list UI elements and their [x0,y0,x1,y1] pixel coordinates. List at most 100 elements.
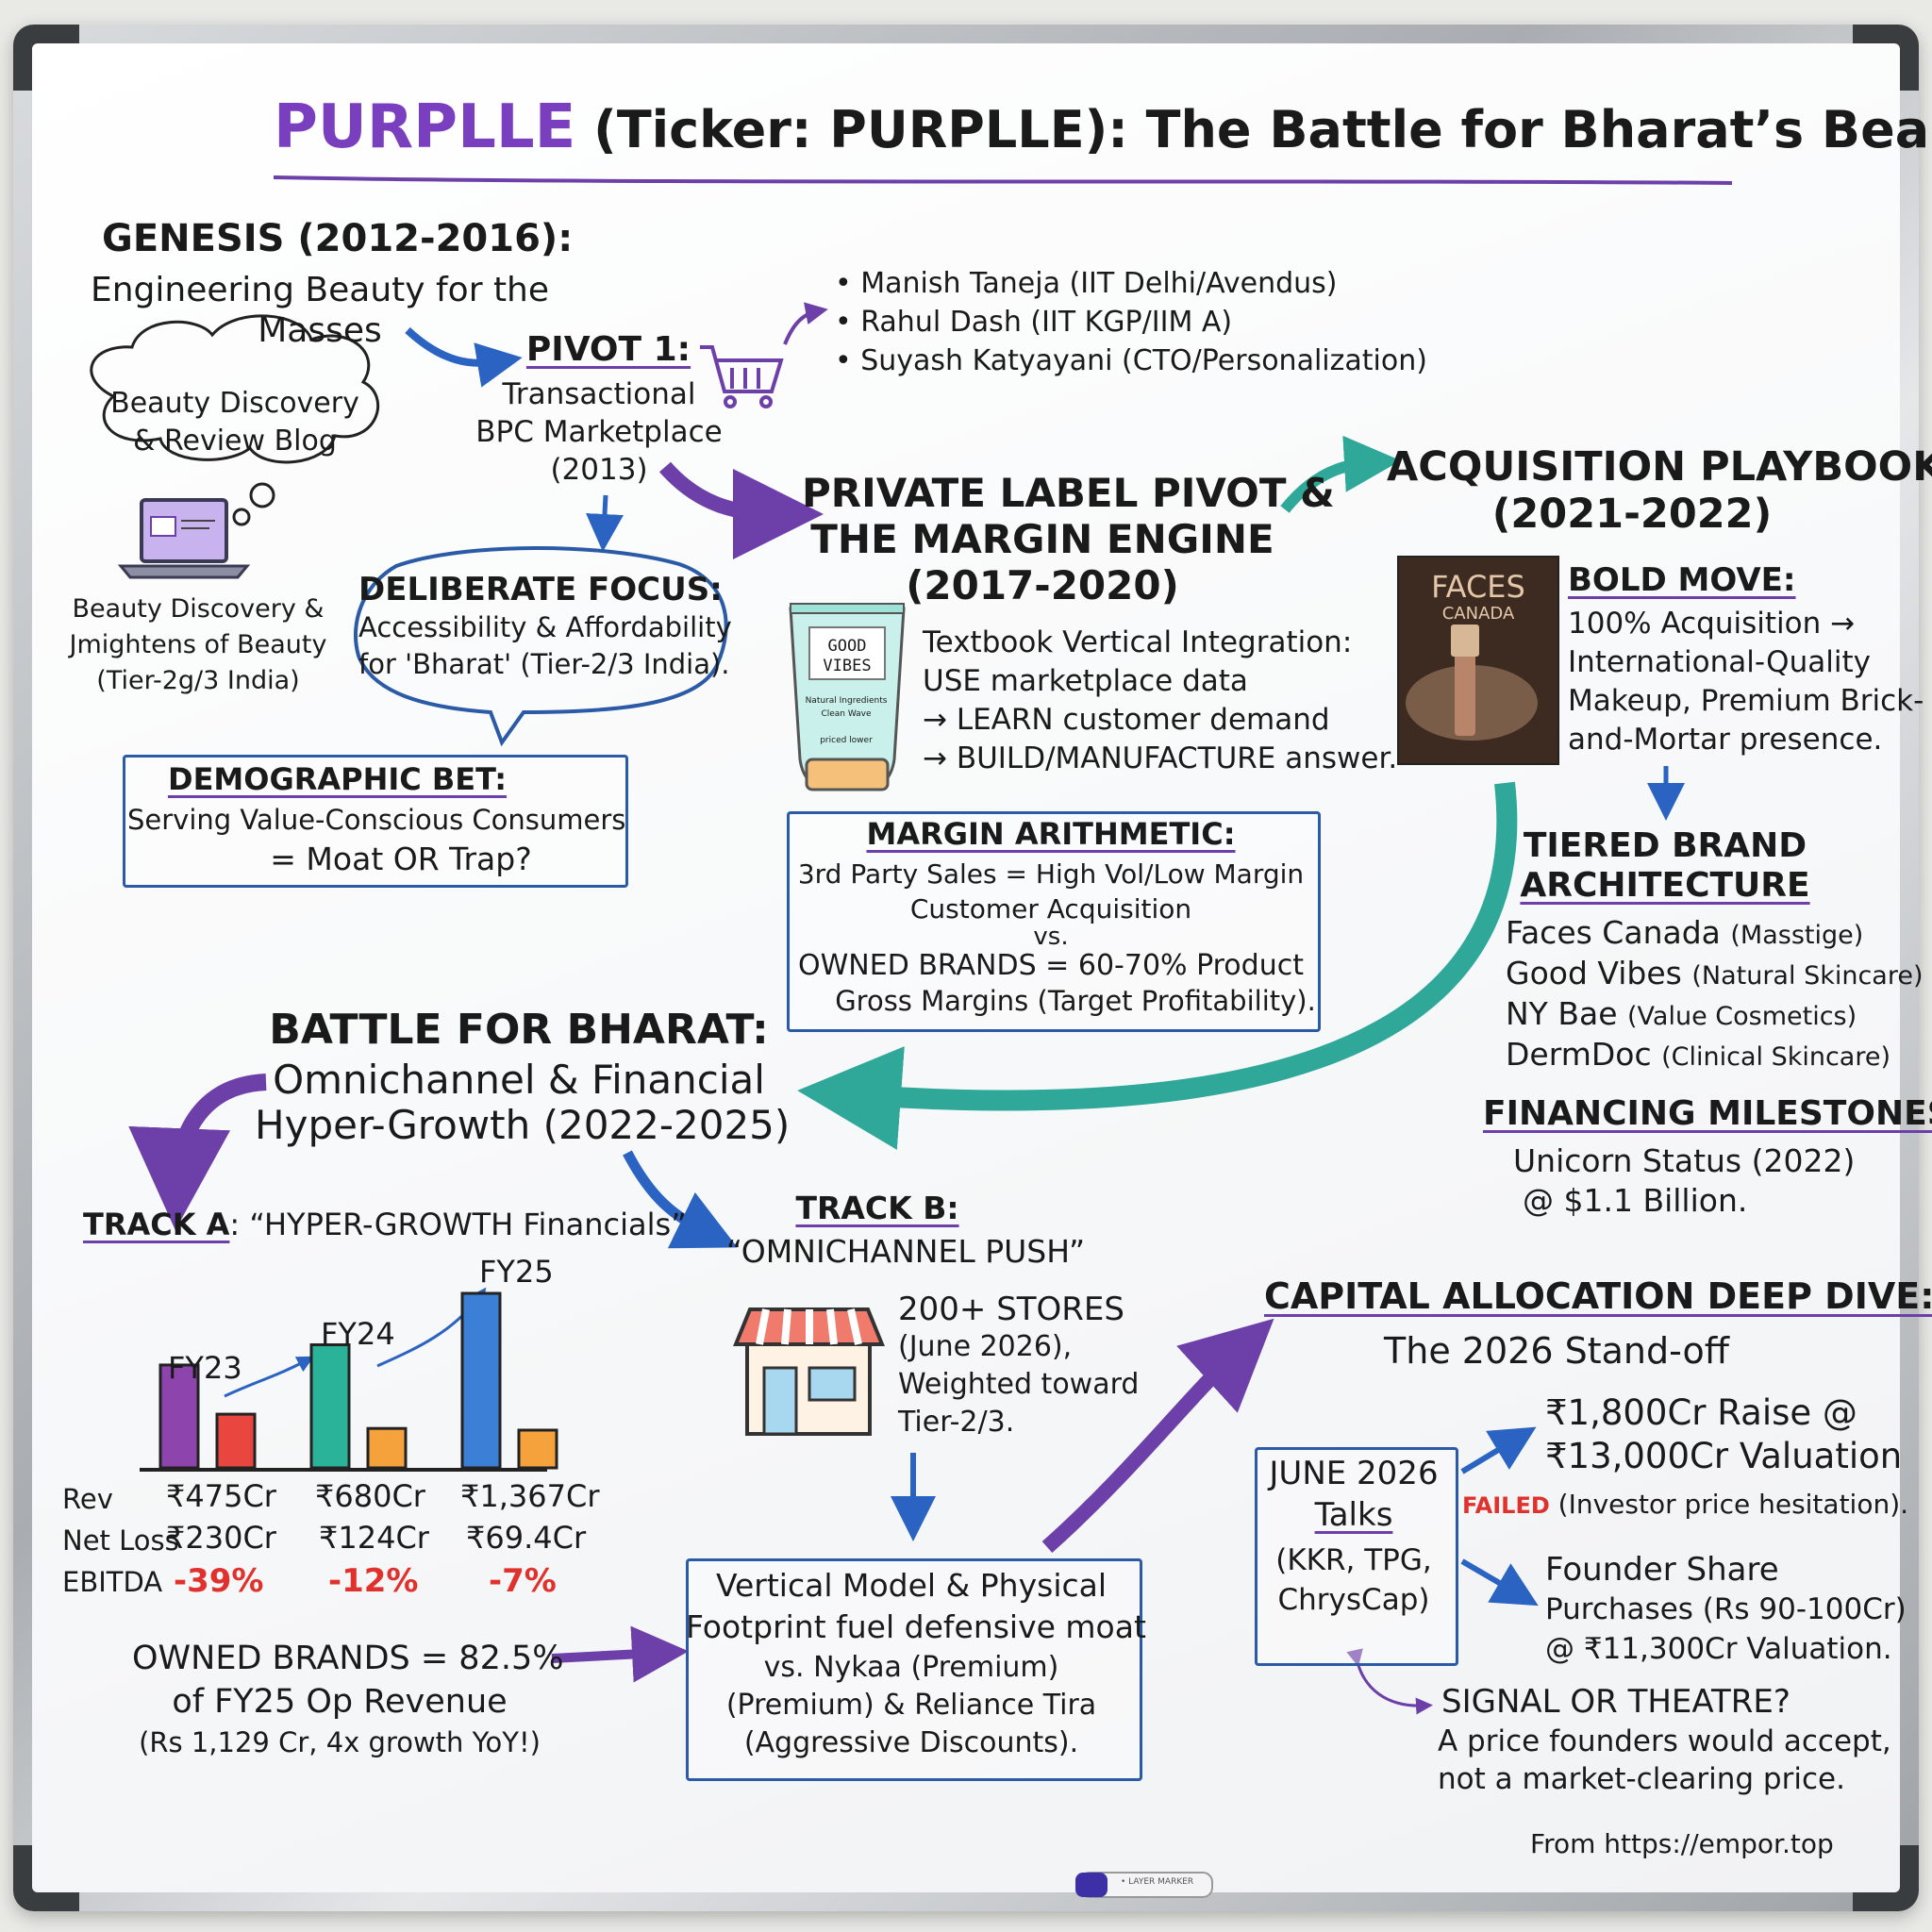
track-a-label: TRACK A [83,1207,230,1242]
genesis-line2: Masses [258,311,382,350]
arrow-private-acquisition [1280,435,1401,513]
tube-brand-2: VIBES [823,657,872,675]
tiered-heading-2: ARCHITECTURE [1520,866,1810,905]
bold-move-line2: International-Quality [1568,645,1871,679]
stores-line1: 200+ STORES [898,1291,1124,1328]
cloud-text-2: & Review Blog [133,425,337,458]
track-b-title: “OMNICHANNEL PUSH” [725,1233,1086,1270]
talks-line4: ChrysCap) [1277,1583,1430,1617]
stores-line2: (June 2026), [898,1330,1073,1363]
arrow-genesis-pivot [405,327,523,388]
founder-3: • Suyash Katyayani (CTO/Personalization) [835,344,1427,377]
brand-item: NY Bae (Value Cosmetics) [1506,995,1857,1033]
pivot-line2: BPC Marketplace [475,415,723,449]
tube-brand-1: GOOD [827,637,867,656]
bold-move-heading: BOLD MOVE: [1568,561,1796,599]
brand-name: NY Bae [1506,995,1618,1032]
arrow-pivot-focus [586,494,624,552]
demographic-heading: DEMOGRAPHIC BET: [168,761,508,797]
genesis-heading: GENESIS (2012-2016): [102,217,574,260]
signal-line2: not a market-clearing price. [1438,1762,1845,1796]
brand-tag: (Value Cosmetics) [1627,1002,1857,1031]
marker-label: • LAYER MARKER [1121,1877,1194,1887]
focus-line1: Accessibility & Affordability [358,611,732,643]
acquisition-heading-1: ACQUISITION PLAYBOOK [1387,443,1932,491]
arrow-talks-founder [1460,1558,1539,1607]
title-rest: (Ticker: PURPLLE): The Battle for Bharat… [575,100,1932,159]
talks-box [1255,1447,1458,1666]
battle-heading-1: BATTLE FOR BHARAT: [269,1006,769,1054]
capital-heading: CAPITAL ALLOCATION DEEP DIVE: [1264,1275,1932,1317]
vertical-line1: Vertical Model & Physical [715,1567,1108,1604]
margin-line3: vs. [1033,923,1069,951]
bold-move-line4: and-Mortar presence. [1568,723,1883,757]
brand-item: Good Vibes (Natural Skincare) [1506,955,1924,992]
private-label-heading-3: (2017-2020) [906,562,1179,608]
laptop-caption-3: (Tier-2g/3 India) [96,666,300,695]
stores-line4: Tier-2/3. [898,1406,1015,1439]
founder-purchase-line1: Founder Share [1545,1551,1779,1589]
brand-name: Good Vibes [1506,955,1682,991]
pivot-heading: PIVOT 1: [525,330,691,369]
financing-heading: FINANCING MILESTONES: [1483,1094,1932,1133]
battle-heading-2: Omnichannel & Financial [273,1057,765,1103]
bar-net-loss-fy23 [215,1412,257,1470]
tube-small-3: priced lower [820,736,873,745]
arrow-acquisition-battle [797,781,1518,1150]
financial-bar-chart [158,1291,558,1470]
brand-tag: (Natural Skincare) [1691,961,1924,991]
vertical-integration-2: USE marketplace data [923,664,1248,698]
margin-line4: OWNED BRANDS = 60-70% Product [798,949,1304,982]
founder-purchase-line3: @ ₹11,300Cr Valuation. [1545,1632,1892,1666]
vertical-line5: (Aggressive Discounts). [743,1726,1079,1759]
chart-category-fy24: FY24 [321,1316,395,1352]
pivot-line1: Transactional [502,377,696,411]
whiteboard-surface [32,43,1900,1892]
growth-arrow [224,1356,314,1398]
vertical-integration-1: Textbook Vertical Integration: [923,625,1353,659]
track-a-title: : “HYPER-GROWTH Financials” [229,1207,687,1242]
track-b-label: TRACK B: [795,1190,959,1226]
brand-name: Faces Canada [1506,914,1721,951]
chart-category-fy23: FY23 [168,1350,242,1386]
faces-canada-product-image [1397,556,1559,765]
bold-move-line3: Makeup, Premium Brick- [1568,684,1924,718]
chart-category-fy25: FY25 [479,1254,554,1290]
focus-line2: for 'Bharat' (Tier-2/3 India). [358,648,730,680]
cloud-text-1: Beauty Discovery [110,387,359,420]
row-label-net-loss: Net Loss [62,1524,179,1557]
brand-item: DermDoc (Clinical Skincare) [1506,1036,1890,1074]
genesis-line1: Engineering Beauty for the [90,271,550,309]
private-label-heading-1: PRIVATE LABEL PIVOT & [802,470,1335,516]
title-brand: PURPLLE [274,92,576,162]
bar-rev-fy24 [309,1343,351,1470]
demographic-box [123,755,628,888]
hesitation-text: (Investor price hesitation). [1557,1489,1909,1520]
demographic-line1: Serving Value-Conscious Consumers [127,804,626,836]
loss-value-fy24: ₹124Cr [319,1520,429,1556]
brand-name: DermDoc [1506,1036,1652,1073]
bar-net-loss-fy25 [517,1428,558,1470]
good-vibes-tube [789,603,906,791]
margin-line2: Customer Acquisition [909,893,1192,924]
loss-value-fy25: ₹69.4Cr [466,1520,587,1556]
vertical-integration-4: → BUILD/MANUFACTURE answer. [923,741,1398,775]
arrow-to-founders [783,302,828,345]
brand-item: Faces Canada (Masstige) [1506,914,1864,952]
financing-line2: @ $1.1 Billion. [1523,1182,1748,1219]
brand-tag: (Masstige) [1730,921,1864,950]
capital-subheading: The 2026 Stand-off [1384,1330,1729,1372]
tube-small-1: Natural Ingredients [805,696,888,706]
faces-canada-logo-2: CANADA [1441,604,1515,624]
pivot-line3: (2013) [550,453,648,487]
vertical-line4: (Premium) & Reliance Tira [725,1689,1097,1722]
speech-bubble [353,546,728,747]
faces-canada-logo-1: FACES [1431,569,1525,605]
founder-1: • Manish Taneja (IIT Delhi/Avendus) [835,267,1338,300]
financing-line1: Unicorn Status (2022) [1513,1142,1856,1179]
arrow-vertical-capital [1041,1318,1274,1553]
title-underline [273,175,1733,185]
vertical-moat-box [686,1558,1142,1781]
margin-box [787,811,1321,1032]
page-title: PURPLLE (Ticker: PURPLLE): The Battle fo… [274,92,1932,164]
